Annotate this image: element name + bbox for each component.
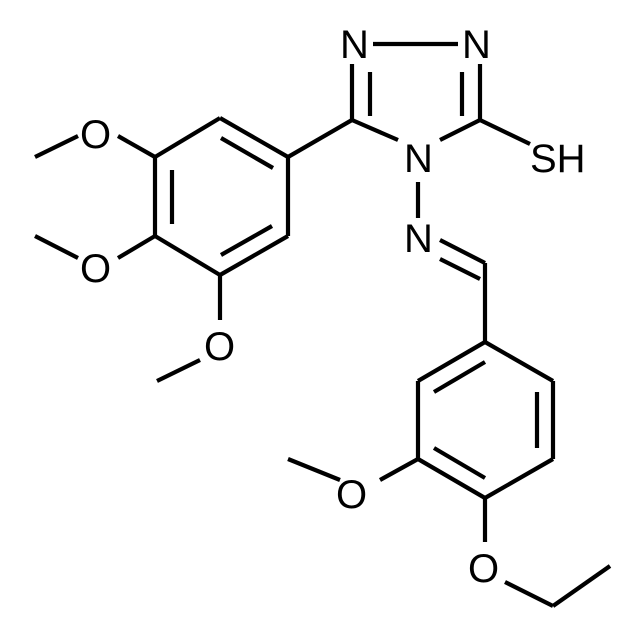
bond-n-imine-ch [439,238,486,265]
ring2-inner-c [432,360,487,394]
bond-n-imine-ch-double [439,257,481,281]
ring1-inner-a [219,136,275,170]
ring1-inner-c [219,224,274,257]
atom-o-methoxy-lower: O [336,473,367,517]
bond-c5-n4 [351,118,399,142]
atom-sh: SH [530,137,586,181]
ethoxy-methoxyphenyl-ring [415,340,556,500]
ring1-bond-d [153,234,222,277]
atom-o-mid: O [80,247,111,291]
bond-c5-aryl [286,118,354,159]
ring2-bond-c [483,457,555,500]
bond-o-methoxy-lower-methyl [287,457,341,482]
ring2-bond-d [416,457,487,500]
bond-c3-n4 [439,118,481,142]
atom-o-ethoxy: O [468,547,499,591]
atom-n4: N [404,137,433,181]
bond-o-mid-methyl [34,234,79,260]
atom-n-imine: N [404,217,433,261]
ring1-bond-e [218,234,290,277]
bond-ethyl-ch2-ch3 [551,564,612,608]
ring2-bond-f [416,340,487,383]
bond-aryl-o-top [116,134,157,159]
bond-c3-s [479,118,531,146]
atom-n1: N [340,23,369,67]
ring1-bond-b [153,116,222,159]
bond-aryl-o-methoxy-lower [378,457,420,482]
bond-aryl-o-mid [116,234,157,260]
atom-n2: N [462,23,491,67]
bond-o-ethoxy-ch2 [504,580,554,608]
triazole-ring [349,41,483,142]
ring2-bond-a [483,340,555,383]
ring2-inner-b [432,446,487,480]
atom-o-top: O [80,113,111,157]
bond-o-low-methyl [156,358,201,383]
atom-o-low: O [204,325,235,369]
ring1-bond-a [218,116,290,159]
trimethoxyphenyl-ring [152,116,354,277]
bond-o-top-methyl [34,134,79,159]
